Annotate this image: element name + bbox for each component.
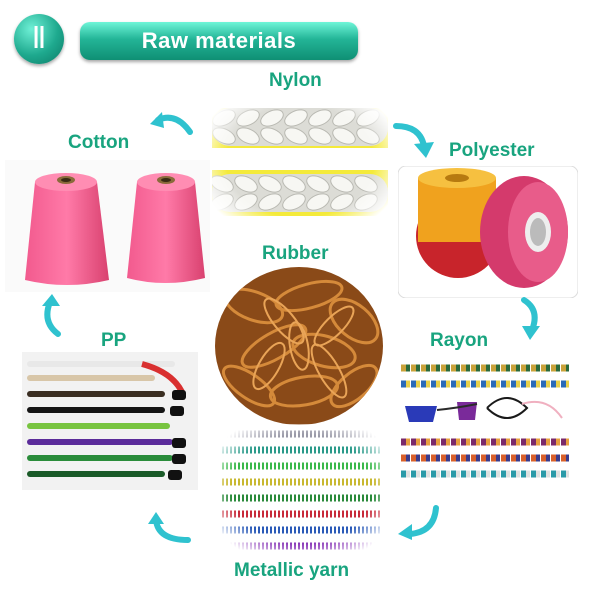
- rayon-cords-photo: [397, 358, 573, 488]
- polyester-spools-photo: [398, 166, 578, 298]
- curved-arrow-icon: [396, 504, 442, 540]
- section-title: Raw materials: [80, 22, 358, 60]
- curved-arrow-icon: [146, 108, 194, 138]
- label-rubber: Rubber: [262, 243, 329, 264]
- pp-cords-photo: [22, 352, 198, 490]
- nylon-rope-photo: [212, 94, 388, 228]
- metallic-yarn-photo: [218, 424, 386, 554]
- rubber-bands-photo: [214, 266, 384, 426]
- curved-arrow-icon: [146, 510, 192, 546]
- label-nylon: Nylon: [269, 70, 322, 91]
- cotton-cones-photo: [5, 160, 210, 292]
- label-polyester: Polyester: [449, 140, 535, 161]
- curved-arrow-icon: [514, 296, 544, 342]
- section-number-badge: Ⅱ: [14, 14, 64, 64]
- label-cotton: Cotton: [68, 132, 130, 153]
- curved-arrow-icon: [392, 120, 438, 160]
- curved-arrow-icon: [38, 292, 68, 338]
- label-rayon: Rayon: [430, 330, 489, 351]
- label-metallic-yarn: Metallic yarn: [234, 560, 350, 581]
- label-pp: PP: [101, 330, 127, 351]
